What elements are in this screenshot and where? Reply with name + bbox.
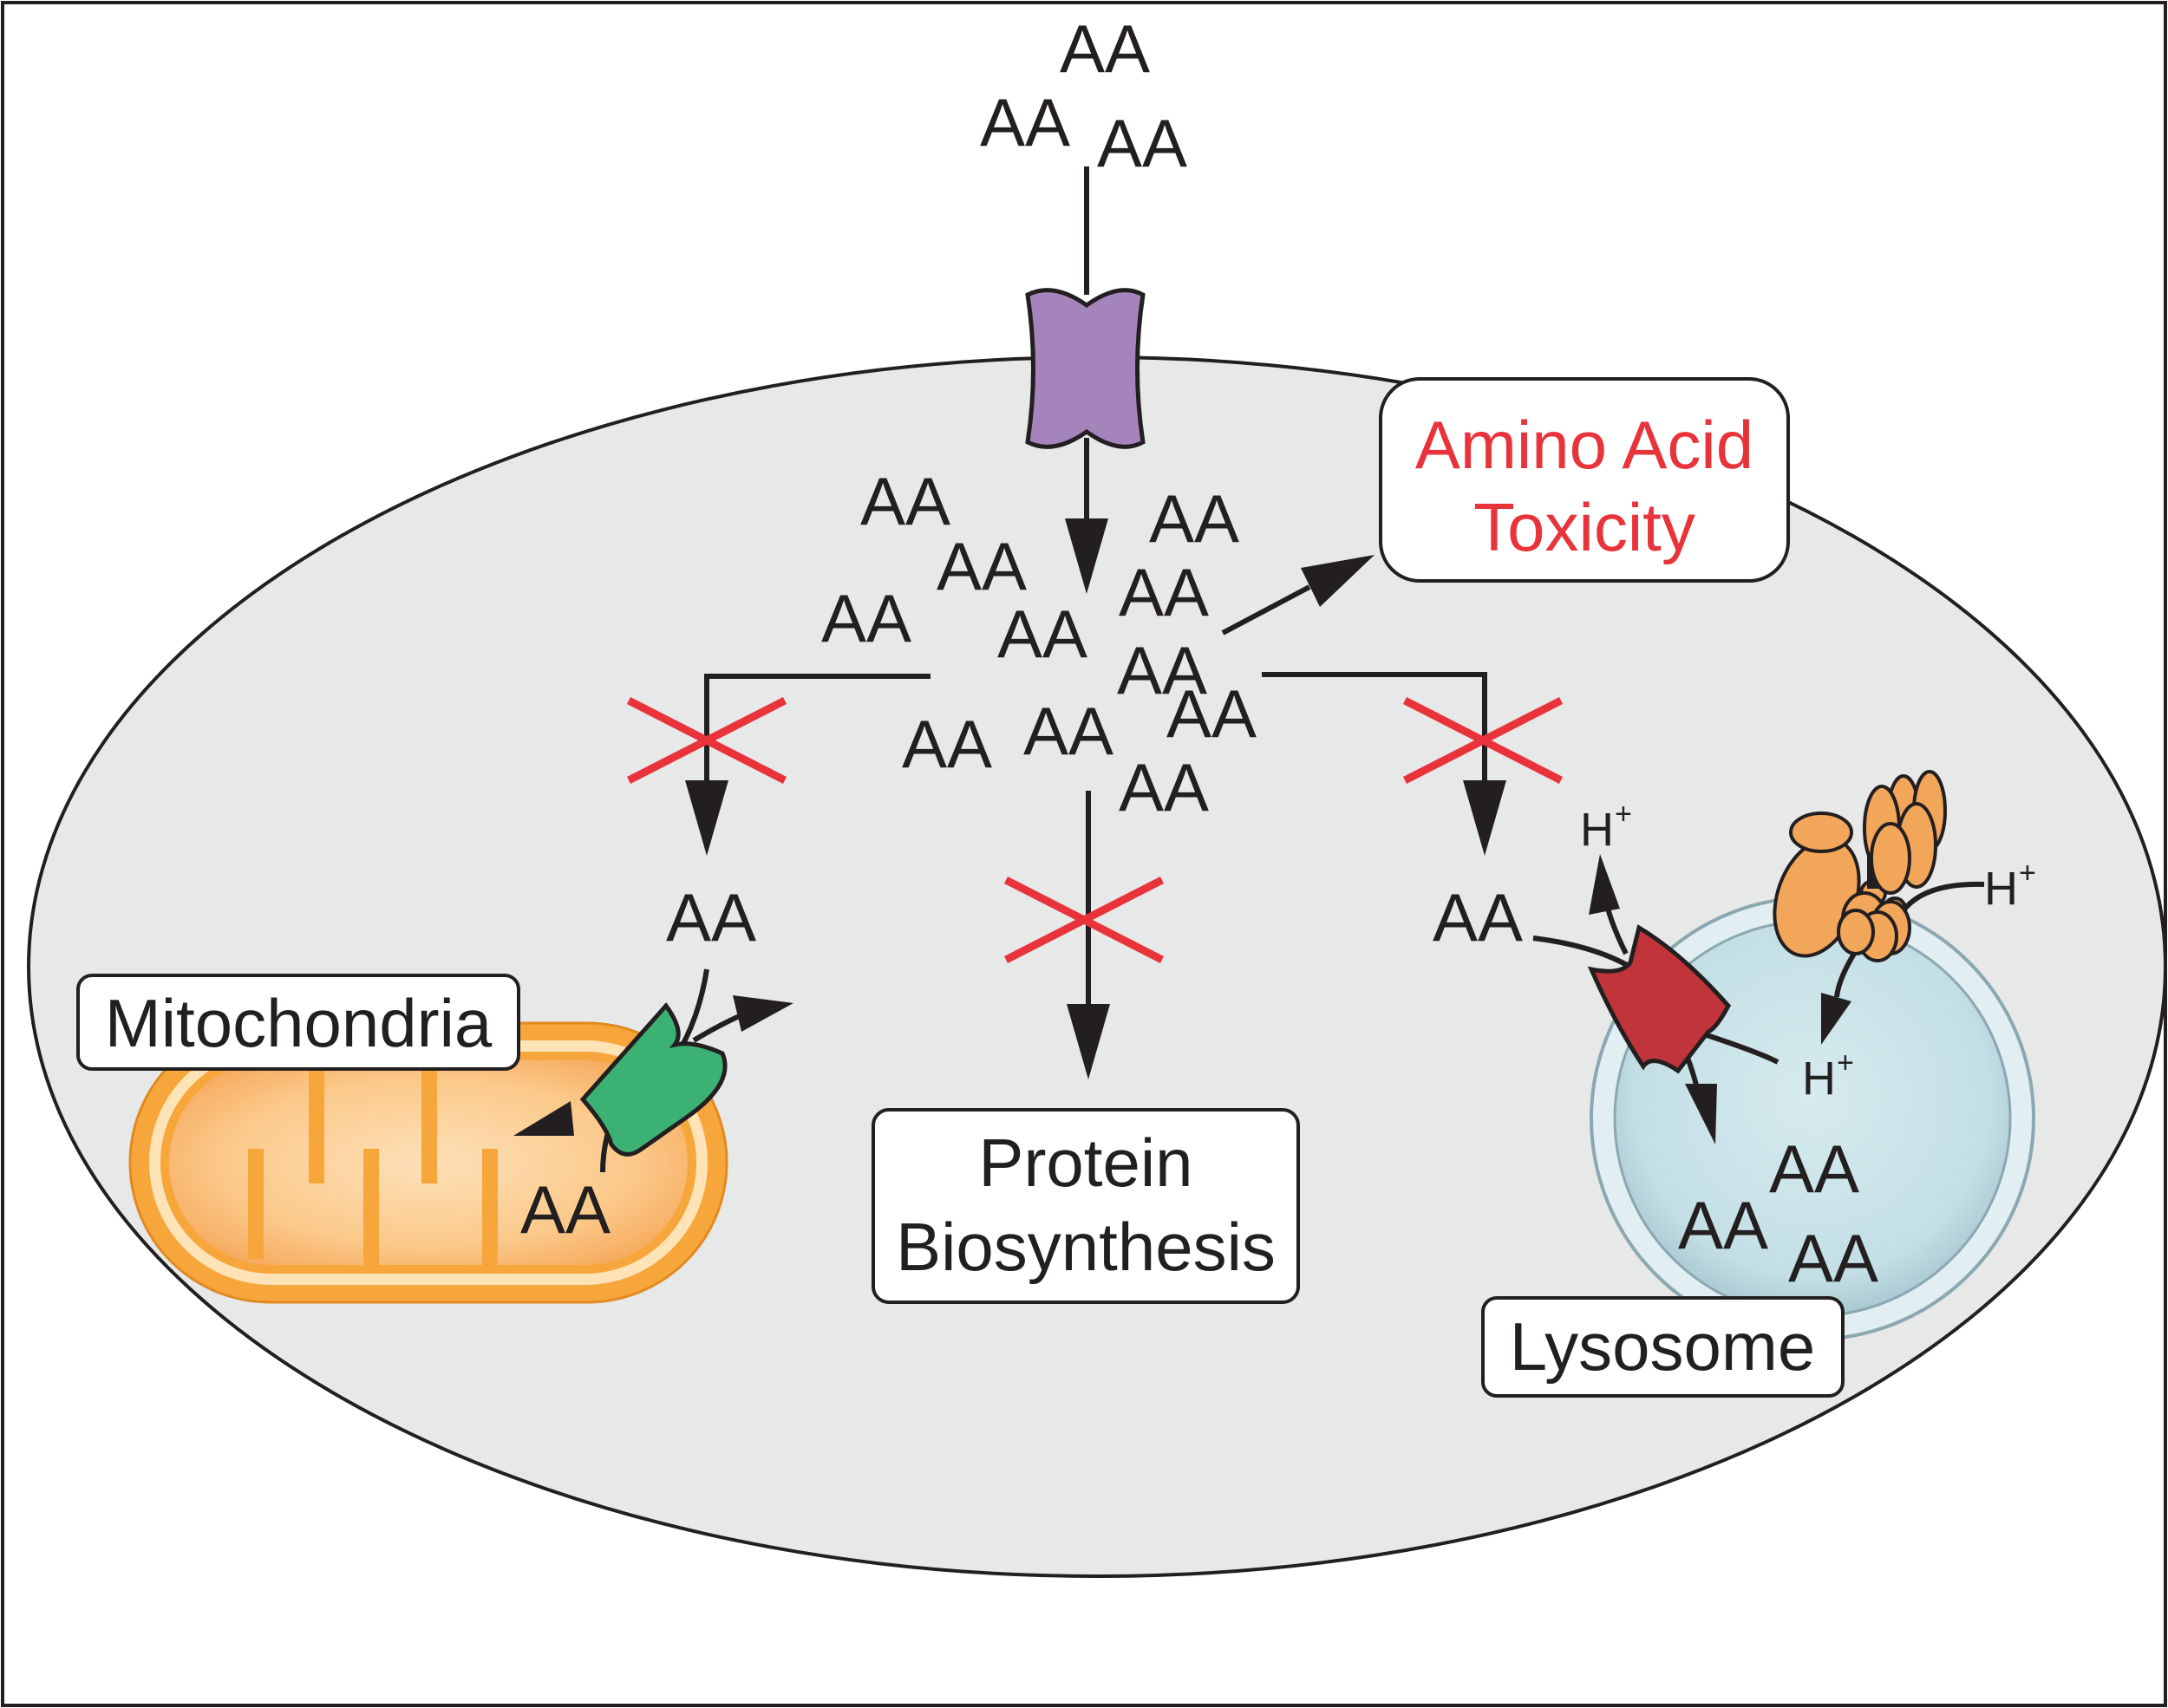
toxicity-label-line2: Toxicity <box>1473 489 1695 565</box>
protein-branch-inhibition-x <box>1003 876 1165 964</box>
mitochondria-label: Mitochondria <box>105 985 493 1061</box>
lysosome-branch-inhibition-x <box>1402 696 1564 785</box>
toxicity-arrow <box>1221 555 1375 636</box>
lysosome-label: Lysosome <box>1510 1308 1816 1385</box>
v-atpase <box>1773 770 1947 962</box>
mito-import-arrowhead <box>513 1101 574 1136</box>
mito-export-arrowhead <box>733 995 793 1032</box>
svg-text:+: + <box>2019 857 2036 890</box>
intracellular-amino-acid-pool: AA AA AA AA AA AA AA AA AA AA AA <box>821 463 1257 825</box>
aa-label: AA <box>1060 10 1150 87</box>
protein-label-line1: Protein <box>978 1125 1192 1201</box>
svg-text:H: H <box>1580 804 1614 856</box>
protein-biosynthesis-box: Protein Biosynthesis <box>872 1108 1300 1304</box>
v-atpase-proton-curves <box>1834 881 1985 998</box>
import-arrow <box>1065 438 1108 594</box>
aa-label: AA <box>1769 1131 1859 1207</box>
aa-label: AA <box>860 463 950 539</box>
aa-label: AA <box>1117 632 1207 708</box>
aa-label: AA <box>1788 1220 1878 1296</box>
lysosome-branch-arrowhead <box>1463 780 1506 856</box>
proton-label-cytosol-right: H + <box>1984 857 2036 915</box>
aa-label: AA <box>1166 675 1257 752</box>
aa-label: AA <box>1119 749 1209 825</box>
toxicity-label-line1: Amino Acid <box>1415 407 1753 483</box>
aa-label: AA <box>1097 105 1187 181</box>
aa-label: AA <box>1433 879 1523 955</box>
aa-label: AA <box>980 84 1070 160</box>
aa-label: AA <box>937 528 1027 604</box>
protein-label-line2: Biosynthesis <box>896 1209 1276 1285</box>
aa-label: AA <box>1149 480 1239 557</box>
svg-text:H: H <box>1802 1053 1836 1105</box>
aa-label: AA <box>821 580 911 656</box>
aa-label: AA <box>902 706 992 782</box>
svg-text:H: H <box>1984 863 2018 915</box>
mitochondria-label-box: Mitochondria <box>76 974 520 1071</box>
v-atpase-proton-in-arrowhead <box>1821 993 1851 1045</box>
plasma-membrane-transporter <box>1025 288 1146 449</box>
mitochondria-branch-line <box>704 674 931 783</box>
mitochondria-branch-inhibition-x <box>626 696 787 785</box>
lysosomal-amino-acids: AA AA AA <box>1678 1131 1878 1296</box>
proton-label-lumen: H + <box>1802 1046 1854 1105</box>
protein-branch-arrowhead <box>1067 1004 1110 1079</box>
aa-label: AA <box>1119 554 1209 630</box>
mitochondrial-transporter <box>579 1002 728 1157</box>
svg-text:+: + <box>1837 1046 1854 1079</box>
lyso-proton-out-arrowhead <box>1589 854 1620 915</box>
mitochondria-branch-arrowhead <box>685 780 728 856</box>
lysosome-branch-line <box>1262 672 1487 783</box>
svg-text:+: + <box>1615 798 1632 831</box>
lysosome-label-box: Lysosome <box>1481 1296 1845 1398</box>
aa-label: AA <box>1023 693 1113 769</box>
mitochondria-cristae <box>248 1062 498 1270</box>
amino-acid-toxicity-box: Amino Acid Toxicity <box>1379 377 1790 583</box>
proton-label-cytosol-left: H + <box>1580 798 1632 856</box>
aa-label: AA <box>1678 1187 1768 1263</box>
aa-label: AA <box>520 1171 611 1248</box>
lysosomal-transporter <box>1587 924 1732 1074</box>
aa-label: AA <box>666 879 756 955</box>
extracellular-amino-acids: AA AA AA <box>980 10 1187 181</box>
aa-label: AA <box>997 596 1087 672</box>
lyso-aa-in-arrowhead <box>1685 1084 1717 1144</box>
